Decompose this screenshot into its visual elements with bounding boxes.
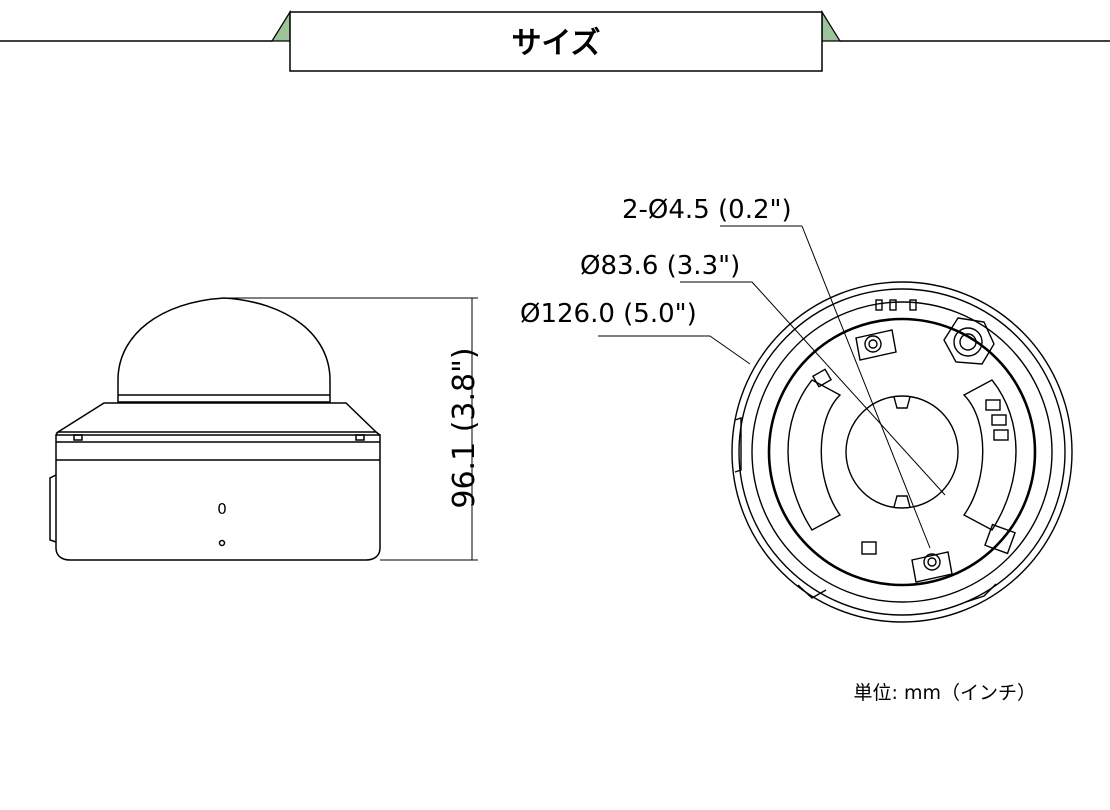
height-dimension-label: 96.1 (3.8") (447, 347, 482, 508)
inner-diameter-label: Ø83.6 (3.3") (580, 251, 740, 281)
screw-hole-bottom (911, 551, 953, 583)
right-slot (962, 379, 1017, 531)
title-box (289, 11, 823, 72)
center-hole (845, 395, 959, 509)
bottom-view (598, 225, 1073, 623)
indicator-hole (218, 539, 226, 547)
front-mark: 0 (217, 500, 227, 518)
screw-hole-top (855, 329, 897, 361)
camera-shoulder (55, 402, 378, 433)
outer-housing-circle (731, 281, 1073, 623)
page-title: サイズ (511, 26, 600, 61)
units-note: 単位: mm（インチ） (854, 682, 1036, 704)
hole-size-label: 2-Ø4.5 (0.2") (622, 195, 792, 225)
mounting-plate-circle (767, 317, 1037, 587)
banner-left-tab (270, 9, 291, 42)
title-banner: サイズ (0, 9, 1110, 72)
banner-right-tab (821, 9, 842, 42)
outer-diameter-label: Ø126.0 (5.0") (520, 299, 697, 329)
dome-cover (117, 297, 331, 403)
cable-gland (943, 317, 995, 365)
camera-base (55, 434, 381, 561)
left-slot (787, 379, 842, 531)
side-view (49, 297, 478, 561)
